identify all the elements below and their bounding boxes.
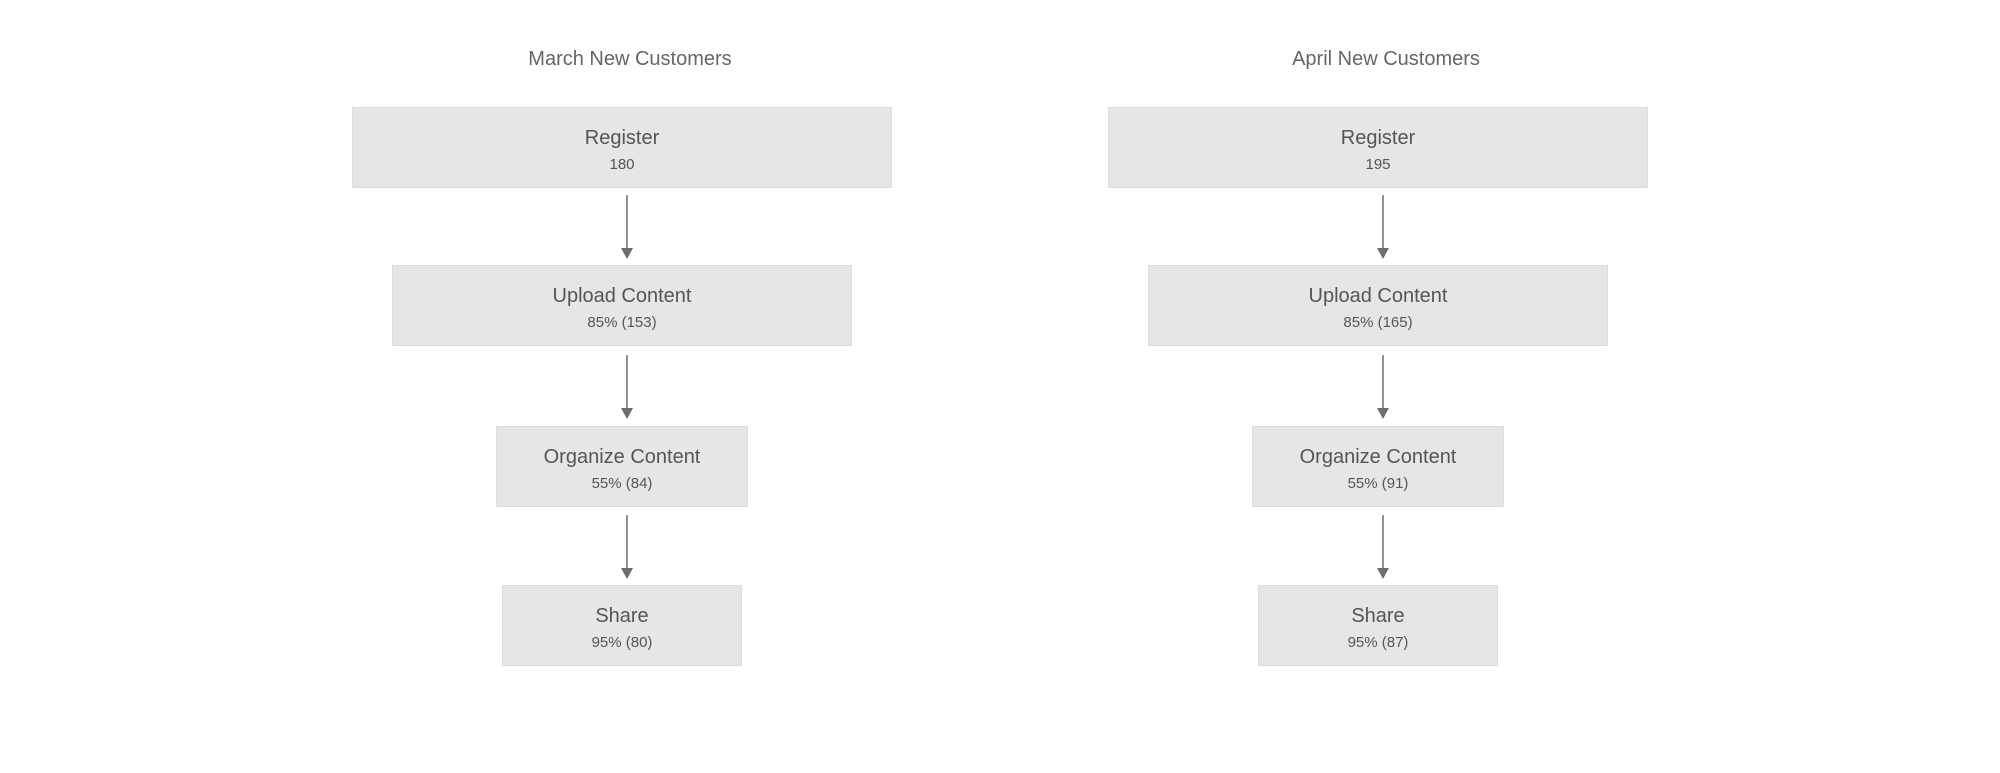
step-value: 55% (84) — [591, 475, 653, 492]
funnel-april: April New Customers Register 195 Upload … — [1098, 0, 1658, 773]
step-value: 55% (91) — [1347, 475, 1409, 492]
arrow-down-icon — [1377, 515, 1389, 579]
step-value: 85% (165) — [1343, 314, 1413, 331]
step-share: Share 95% (80) — [502, 585, 742, 666]
step-upload-content: Upload Content 85% (165) — [1148, 265, 1608, 346]
arrow-down-icon — [621, 515, 633, 579]
step-value: 180 — [609, 156, 635, 173]
step-value: 85% (153) — [587, 314, 657, 331]
step-label: Register — [1340, 127, 1416, 149]
step-label: Share — [1351, 605, 1405, 627]
step-label: Register — [584, 127, 660, 149]
step-label: Organize Content — [543, 446, 701, 468]
funnel-title: March New Customers — [528, 48, 732, 70]
step-register: Register 195 — [1108, 107, 1648, 188]
step-value: 95% (80) — [591, 634, 653, 651]
step-register: Register 180 — [352, 107, 892, 188]
arrow-down-icon — [621, 195, 633, 259]
step-share: Share 95% (87) — [1258, 585, 1498, 666]
funnel-march: March New Customers Register 180 Upload … — [342, 0, 902, 773]
step-value: 95% (87) — [1347, 634, 1409, 651]
arrow-down-icon — [1377, 355, 1389, 419]
step-label: Organize Content — [1299, 446, 1457, 468]
funnel-title: April New Customers — [1292, 48, 1480, 70]
step-label: Upload Content — [552, 285, 692, 307]
step-organize-content: Organize Content 55% (84) — [496, 426, 748, 507]
step-label: Share — [595, 605, 649, 627]
arrow-down-icon — [1377, 195, 1389, 259]
step-value: 195 — [1365, 156, 1391, 173]
arrow-down-icon — [621, 355, 633, 419]
step-label: Upload Content — [1308, 285, 1448, 307]
step-upload-content: Upload Content 85% (153) — [392, 265, 852, 346]
step-organize-content: Organize Content 55% (91) — [1252, 426, 1504, 507]
